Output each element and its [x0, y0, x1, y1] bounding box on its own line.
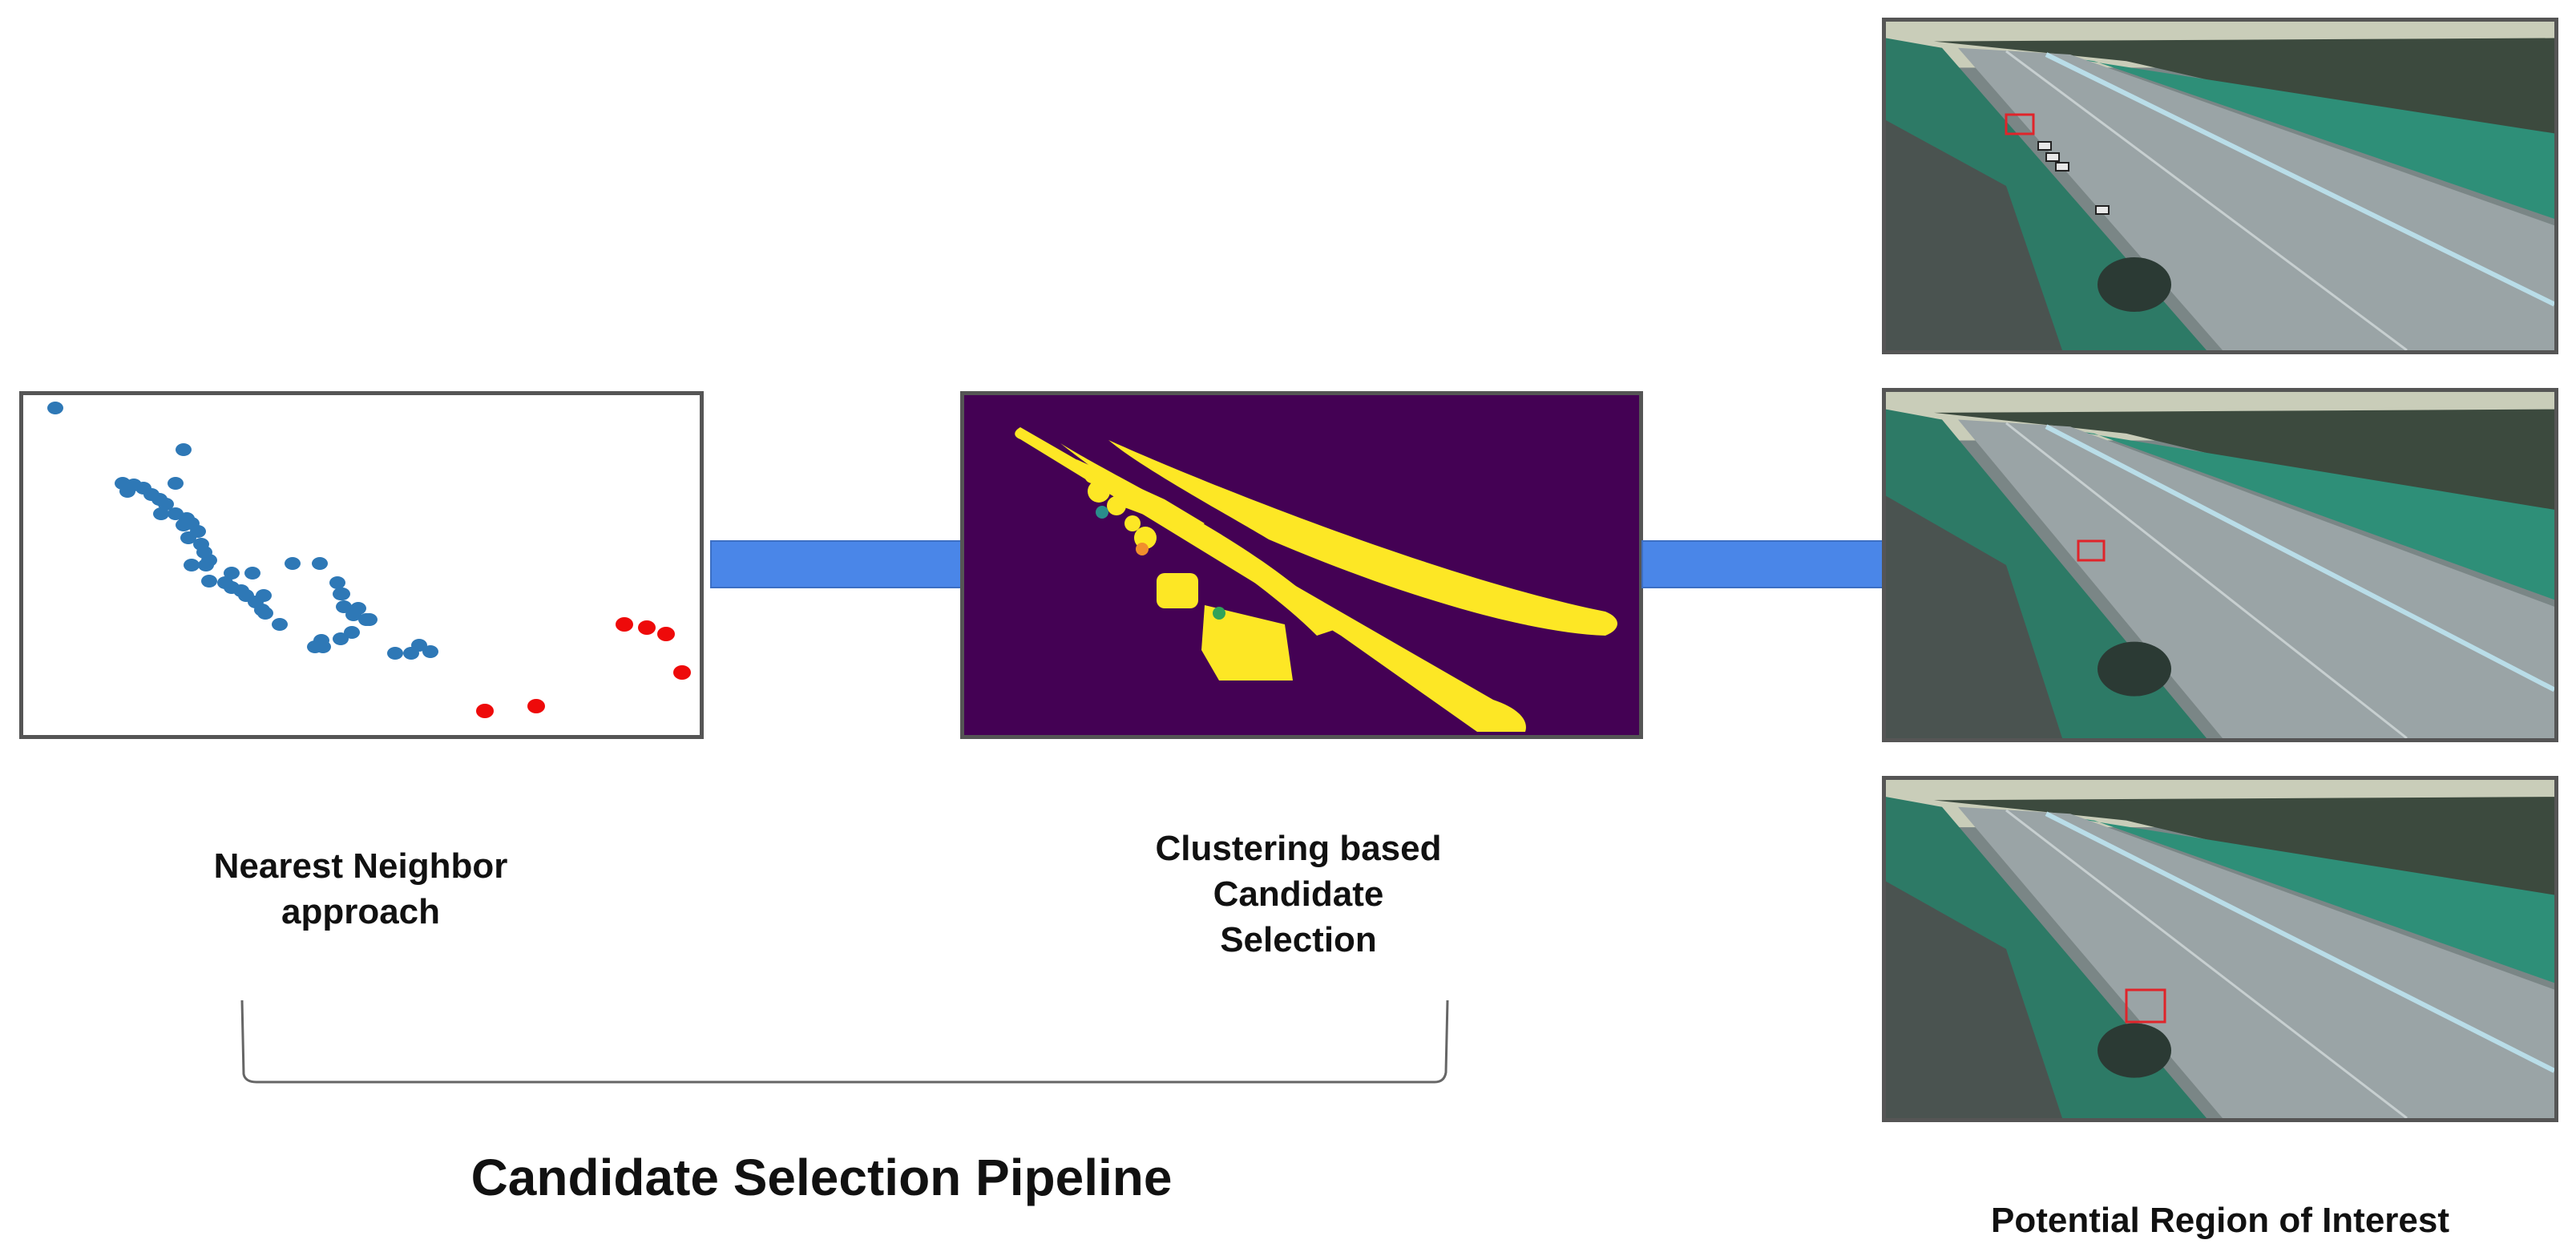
- car: [2045, 152, 2060, 162]
- road-surface: [1958, 806, 2554, 1118]
- inlier-point: [312, 557, 328, 570]
- inlier-point: [168, 477, 184, 490]
- cluster-center-teal: [1096, 506, 1108, 519]
- cluster-center-orange: [1136, 543, 1149, 555]
- inlier-point: [333, 588, 349, 600]
- inlier-point: [47, 402, 63, 414]
- shrub: [2098, 641, 2171, 697]
- inlier-point: [344, 626, 360, 639]
- inlier-point: [329, 576, 345, 589]
- highway-image-1: [1886, 22, 2554, 350]
- inlier-point: [176, 519, 192, 531]
- cluster-center-green: [1213, 607, 1225, 620]
- inlier-point: [180, 531, 196, 544]
- highway-image-2: [1886, 392, 2554, 738]
- lane-line: [2005, 422, 2408, 738]
- bare-trees: [1886, 120, 2062, 350]
- inlier-point: [184, 559, 200, 571]
- inlier-point: [387, 647, 403, 660]
- inlier-point: [119, 485, 135, 498]
- outlier-point: [657, 627, 675, 641]
- roi-box: [2005, 113, 2035, 135]
- car: [2095, 205, 2110, 215]
- inlier-point: [333, 632, 349, 645]
- inlier-point: [315, 640, 331, 653]
- outlier-point: [616, 617, 633, 632]
- shrub: [2098, 1023, 2171, 1078]
- inlier-point: [336, 600, 352, 613]
- lane-line: [2005, 809, 2408, 1118]
- inlier-point: [198, 559, 214, 571]
- bare-trees: [1886, 495, 2062, 738]
- clustering-panel: [960, 391, 1643, 739]
- highway-image-3: [1886, 780, 2554, 1118]
- lane-line: [2005, 50, 2408, 350]
- car: [2055, 162, 2069, 172]
- cluster-mask: [964, 395, 1639, 735]
- inlier-point: [244, 567, 260, 580]
- grass-right: [2046, 55, 2554, 219]
- connector-arrow-1: [710, 540, 965, 588]
- inlier-point: [257, 607, 273, 620]
- cluster-background: [964, 395, 1639, 735]
- inlier-point: [176, 443, 192, 456]
- scatter-panel: [19, 391, 704, 739]
- tree-line: [1934, 797, 2554, 923]
- grass-right: [2046, 814, 2554, 983]
- pipeline-bracket: [240, 1000, 1449, 1084]
- scatter-plot: [47, 402, 691, 718]
- outlier-point: [673, 665, 691, 680]
- clustering-label: Clustering based Candidate Selection: [1155, 829, 1442, 960]
- lane-line-blue: [2045, 811, 2554, 1073]
- nearest-neighbor-label: Nearest Neighbor approach: [213, 846, 508, 932]
- outlier-point: [638, 620, 656, 635]
- connector-arrow-2: [1641, 540, 1890, 588]
- lane-line-blue: [2045, 52, 2554, 307]
- inlier-point: [422, 645, 438, 658]
- road-surface: [1958, 419, 2554, 738]
- grass-right: [2046, 426, 2554, 600]
- cluster-foreground: [1015, 427, 1617, 732]
- highway-frame-3: [1882, 776, 2558, 1122]
- tree-line: [1934, 409, 2554, 538]
- inlier-point: [201, 575, 217, 588]
- car: [2037, 141, 2052, 151]
- inlier-point: [153, 507, 169, 520]
- inlier-point: [224, 567, 240, 580]
- inlier-point: [272, 618, 288, 631]
- roi-label: Potential Region of Interest: [1990, 1201, 2450, 1240]
- inlier-point: [361, 613, 378, 626]
- bare-trees: [1886, 881, 2062, 1118]
- outlier-point: [476, 704, 494, 718]
- inlier-point: [345, 608, 361, 621]
- lane-line-blue: [2045, 424, 2554, 693]
- inlier-point: [158, 498, 174, 511]
- tree-line: [1934, 38, 2554, 160]
- road-surface: [1958, 47, 2554, 350]
- pipeline-title: Candidate Selection Pipeline: [470, 1149, 1173, 1206]
- shrub: [2098, 257, 2171, 312]
- roi-box: [2125, 988, 2166, 1024]
- roi-box: [2077, 539, 2106, 562]
- highway-frame-2: [1882, 388, 2558, 742]
- highway-frame-1: [1882, 18, 2558, 354]
- inlier-point: [285, 557, 301, 570]
- outlier-point: [527, 699, 545, 713]
- inlier-point: [403, 647, 419, 660]
